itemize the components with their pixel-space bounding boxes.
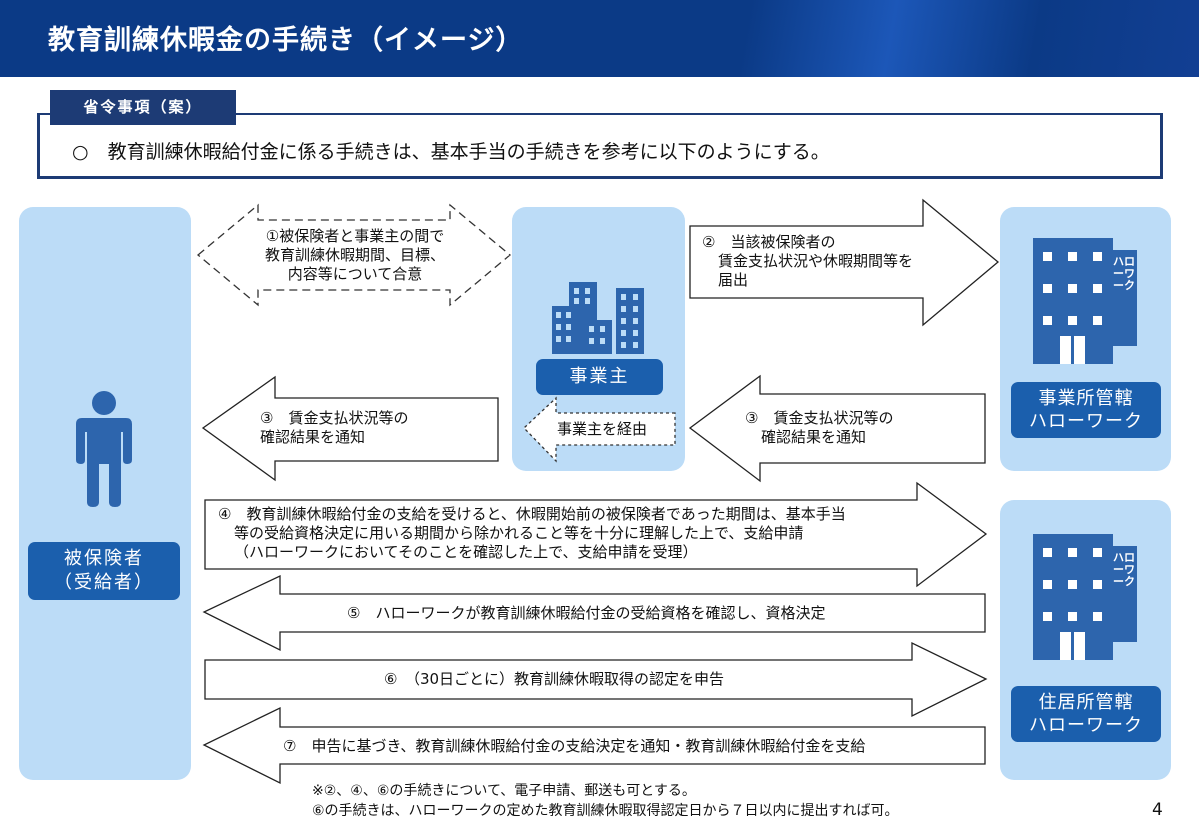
hw-residence-badge: 住居所管轄 ハローワーク xyxy=(1011,686,1161,742)
step2-report-arrow xyxy=(689,198,1000,327)
office-buildings-icon xyxy=(552,282,644,354)
step4-line: （ハローワークにおいてそのことを確認した上で、支給申請を受理） xyxy=(234,543,698,561)
hw-employer-badge: 事業所管轄 ハローワーク xyxy=(1011,382,1161,438)
step1-agreement-arrow xyxy=(196,203,512,307)
step2-line: ② 当該被保険者の xyxy=(702,233,836,251)
header-bar xyxy=(0,0,1199,77)
hw-employer-sublabel: ハローワーク xyxy=(1029,411,1143,432)
step3-line: ③ 賃金支払状況等の xyxy=(745,409,894,427)
step2-text: ② 当該被保険者の 賃金支払状況や休暇期間等を 届出 xyxy=(702,233,913,290)
insured-sublabel: （受給者） xyxy=(54,572,154,593)
step4-line: ④ 教育訓練休暇給付金の支給を受けると、休暇開始前の被保険者であった期間は、基本… xyxy=(218,505,846,523)
step6-text: ⑥ （30日ごとに）教育訓練休暇取得の認定を申告 xyxy=(384,670,725,688)
footnote-2: ⑥の手続きは、ハローワークの定めた教育訓練休暇取得認定日から７日以内に提出すれば… xyxy=(312,803,899,819)
via-employer-arrow xyxy=(523,396,676,463)
step5-text: ⑤ ハローワークが教育訓練休暇給付金の受給資格を確認し、資格決定 xyxy=(347,604,826,622)
step3-line: 確認結果を通知 xyxy=(761,428,867,446)
step1-line: 教育訓練休暇期間、目標、 xyxy=(264,246,445,264)
step3-notify-arrow-right xyxy=(688,374,986,483)
person-icon xyxy=(76,391,132,507)
page-number: 4 xyxy=(1152,800,1163,820)
page-title: 教育訓練休暇金の手続き（イメージ） xyxy=(48,25,524,56)
step3-line: ③ 賃金支払状況等の xyxy=(260,409,409,427)
step3-left-text: ③ 賃金支払状況等の 確認結果を通知 xyxy=(260,409,408,447)
hellowork-building-icon xyxy=(1033,238,1137,364)
step2-line: 届出 xyxy=(718,271,749,289)
step5-qualify-arrow xyxy=(202,574,986,652)
step1-text: ①被保険者と事業主の間で 教育訓練休暇期間、目標、 内容等について合意 xyxy=(256,227,454,284)
footnote-1: ※②、④、⑥の手続きについて、電子申請、郵送も可とする。 xyxy=(312,783,696,799)
ordinance-label: 省令事項（案） xyxy=(50,90,236,125)
insured-badge: 被保険者 （受給者） xyxy=(28,542,180,600)
step1-line: ①被保険者と事業主の間で xyxy=(265,227,445,245)
step3-right-text: ③ 賃金支払状況等の 確認結果を通知 xyxy=(745,409,893,447)
building-sign-text: ハローワーク xyxy=(1113,255,1135,292)
step2-line: 賃金支払状況や休暇期間等を xyxy=(718,252,914,270)
step7-payment-arrow xyxy=(202,706,986,785)
hw-residence-label: 住居所管轄 xyxy=(1038,692,1134,713)
via-employer-text: 事業主を経由 xyxy=(557,420,648,438)
hw-employer-label: 事業所管轄 xyxy=(1038,388,1134,409)
insured-label: 被保険者 xyxy=(64,548,144,569)
step3-notify-arrow-left xyxy=(201,375,499,482)
employer-badge: 事業主 xyxy=(536,359,663,395)
step4-text: ④ 教育訓練休暇給付金の支給を受けると、休暇開始前の被保険者であった期間は、基本… xyxy=(218,505,846,562)
step3-line: 確認結果を通知 xyxy=(260,428,366,446)
hellowork-building-icon xyxy=(1033,534,1137,660)
ordinance-text: ○ 教育訓練休暇給付金に係る手続きは、基本手当の手続きを参考に以下のようにする。 xyxy=(72,141,830,163)
step6-certify-arrow xyxy=(204,641,988,718)
hw-residence-sublabel: ハローワーク xyxy=(1029,715,1143,736)
step1-line: 内容等について合意 xyxy=(287,265,423,283)
building-sign-text: ハローワーク xyxy=(1113,551,1135,588)
step4-line: 等の受給資格決定に用いる期間から除かれること等を十分に理解した上で、支給申請 xyxy=(234,524,804,542)
insured-panel xyxy=(19,207,191,780)
step7-text: ⑦ 申告に基づき、教育訓練休暇給付金の支給決定を通知・教育訓練休暇給付金を支給 xyxy=(283,737,866,755)
step4-apply-arrow xyxy=(204,481,988,588)
